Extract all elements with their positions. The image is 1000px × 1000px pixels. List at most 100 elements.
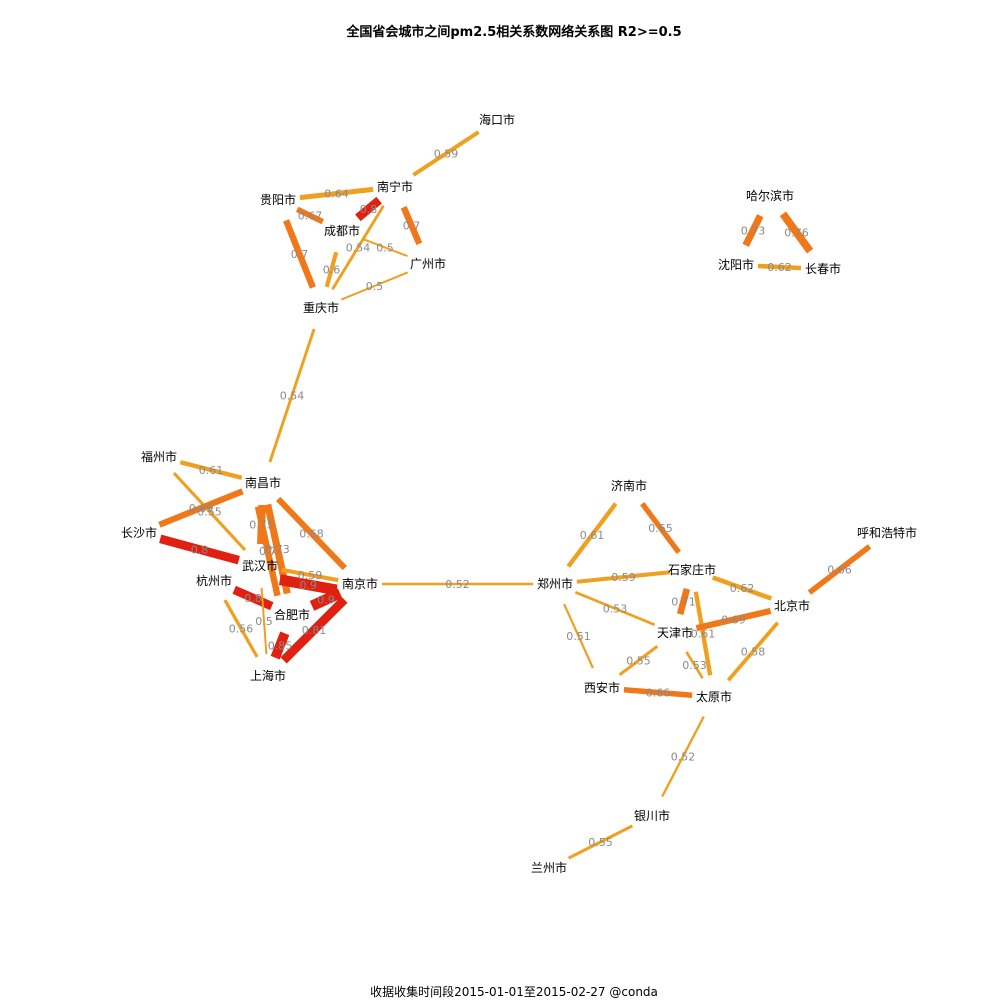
edge-weight-label: 0.55: [197, 506, 222, 519]
node-beijing: 北京市: [774, 598, 810, 613]
edge-hangzhou-shanghai: [223, 599, 259, 658]
edge-weight-label: 0.52: [671, 751, 696, 764]
edge-xian-taiyuan: [623, 687, 693, 698]
edge-weight-label: 0.62: [730, 582, 755, 595]
edge-weight-label: 0.5: [376, 242, 394, 255]
edge-weight-label: 0.56: [229, 623, 254, 636]
node-wuhan: 武汉市: [242, 558, 278, 573]
edge-weight-label: 0.62: [767, 261, 792, 274]
node-hefei: 合肥市: [274, 607, 310, 622]
edge-weight-label: 0.68: [299, 528, 324, 541]
node-nanjing: 南京市: [342, 576, 378, 591]
node-chongqing: 重庆市: [303, 300, 339, 315]
edge-weight-label: 0.8: [244, 592, 262, 605]
node-nanning: 南宁市: [377, 179, 413, 194]
edge-weight-label: 0.55: [626, 655, 651, 668]
edge-wuhan-nanjing: [278, 574, 338, 596]
footer-note: 收据收集时间段2015-01-01至2015-02-27 @conda: [370, 984, 658, 999]
edge-nanning-guangzhou: [400, 205, 423, 246]
node-lanzhou: 兰州市: [531, 860, 567, 875]
edge-weight-label: 0.66: [646, 687, 671, 700]
edge-zhengzhou-shijiazhuang: [576, 570, 671, 584]
edge-weight-label: 0.58: [741, 646, 766, 659]
edge-weight-label: 0.61: [691, 628, 716, 641]
edge-guiyang-chengdu: [295, 206, 325, 225]
edge-haikou-nanning: [412, 130, 480, 177]
edge-weight-label: 0.76: [784, 227, 809, 240]
edge-weight-label: 0.5: [366, 280, 384, 293]
edge-changsha-wuhan: [159, 534, 240, 565]
edge-weight-label: 0.69: [189, 502, 214, 515]
edge-changsha-nanchang: [158, 488, 244, 528]
edge-weight-label: 0.51: [566, 630, 591, 643]
node-xian: 西安市: [584, 680, 620, 695]
edge-wuhan-nanjing: [281, 567, 339, 583]
edge-taiyuan-yinchuan: [661, 715, 705, 798]
node-hohhot: 呼和浩特市: [857, 525, 917, 540]
edge-jinan-shijiazhuang: [640, 502, 681, 554]
node-yinchuan: 银川市: [634, 808, 670, 823]
node-shijiazhuang: 石家庄市: [668, 562, 716, 577]
node-shenyang: 沈阳市: [718, 257, 754, 272]
node-chengdu: 成都市: [324, 223, 360, 238]
edge-nanjing-shanghai: [280, 596, 348, 664]
edge-weight-label: 0.7: [291, 248, 309, 261]
edge-weight-label: 0.52: [445, 578, 470, 591]
edge-weight-label: 0.81: [302, 624, 327, 637]
node-harbin: 哈尔滨市: [746, 188, 794, 203]
edge-weight-label: 0.64: [324, 188, 349, 201]
edge-guangzhou-chongqing: [340, 271, 409, 301]
node-fuzhou: 福州市: [141, 449, 177, 464]
edge-weight-label: 0.73: [265, 543, 290, 556]
edge-weight-label: 0.7: [259, 545, 277, 558]
edge-weight-label: 0.66: [827, 564, 852, 577]
edge-weight-label: 0.54: [346, 242, 371, 255]
edge-harbin-changchun: [779, 211, 814, 254]
edge-weight-label: 0.59: [434, 148, 459, 161]
edge-hangzhou-hefei: [232, 585, 274, 611]
edge-weight-label: 0.8: [360, 203, 378, 216]
node-changchun: 长春市: [805, 261, 841, 276]
edge-zhengzhou-xian: [563, 603, 594, 669]
edge-guiyang-chongqing: [283, 219, 316, 289]
node-taiyuan: 太原市: [696, 689, 732, 704]
edge-guiyang-nanning: [299, 186, 374, 201]
node-nanchang: 南昌市: [245, 475, 281, 490]
edge-weight-label: 0.54: [280, 390, 305, 403]
edge-weight-label: 0.65: [648, 522, 673, 535]
edge-nanning-chongqing: [331, 205, 385, 290]
edge-fuzhou-nanchang: [179, 460, 243, 480]
edges-layer: [158, 130, 872, 860]
edge-weight-label: 0.85: [268, 640, 293, 653]
edge-nanchang-nanjing: [276, 496, 347, 571]
edge-weight-label: 0.69: [721, 614, 746, 627]
edge-shijiazhuang-tianjin: [676, 588, 691, 615]
edge-weight-label: 0.53: [682, 659, 707, 672]
edge-hefei-shanghai: [270, 631, 290, 660]
edge-weight-label: 0.9: [317, 594, 335, 607]
edge-weight-label: 0.55: [588, 836, 613, 849]
edge-hohhot-beijing: [807, 544, 872, 595]
edge-weight-label: 0.9: [299, 579, 317, 592]
edge-weight-label: 0.61: [580, 529, 605, 542]
edge-chengdu-chongqing: [324, 251, 339, 288]
edge-tianjin-taiyuan: [685, 651, 704, 679]
edge-wuhan-shanghai: [260, 587, 268, 655]
edge-weight-label: 0.61: [199, 464, 224, 477]
edge-tianjin-beijing: [695, 607, 772, 632]
edge-weight-label: 0.7: [403, 220, 421, 233]
edge-weight-label: 0.53: [603, 603, 628, 616]
edge-shijiazhuang-taiyuan: [693, 591, 713, 676]
edge-weight-label: 0.59: [298, 569, 323, 582]
edge-shenyang-changchun: [757, 263, 802, 271]
node-hangzhou: 杭州市: [196, 573, 232, 588]
edge-beijing-taiyuan: [726, 621, 780, 682]
edge-chengdu-guangzhou: [362, 237, 408, 258]
edge-weight-label: 0.75: [249, 519, 274, 532]
edge-tianjin-xian: [618, 644, 659, 677]
edge-hefei-nanjing: [309, 588, 343, 611]
edge-weight-label: 0.5: [255, 615, 273, 628]
edge-weight-label: 0.71: [671, 596, 696, 609]
